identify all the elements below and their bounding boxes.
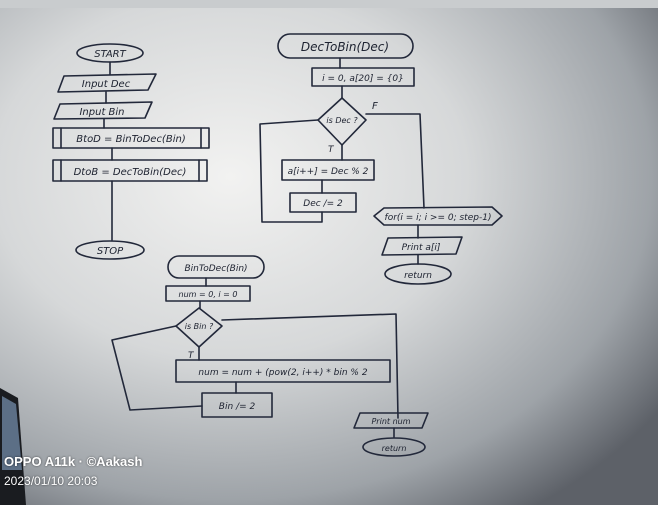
dectobin-return-terminal bbox=[384, 263, 452, 285]
dectobin-false-label: F bbox=[372, 101, 378, 112]
dectobin-decision-text: is Dec ? bbox=[326, 116, 358, 125]
dectobin-terminal bbox=[277, 33, 414, 59]
dectobin-print-text: Print a[i] bbox=[402, 243, 441, 253]
dectobin-true-label: T bbox=[328, 145, 335, 155]
whiteboard-frame bbox=[0, 0, 658, 8]
camera-watermark-device: OPPO A11k · ©Aakash bbox=[4, 454, 143, 469]
input-dec-box bbox=[57, 73, 157, 93]
camera-watermark-datetime: 2023/01/10 20:03 bbox=[4, 474, 98, 488]
dectobin-assign-box bbox=[281, 159, 375, 181]
dectobin-divide-text: Dec /= 2 bbox=[303, 199, 343, 209]
btod-text: BtoD = BinToDec(Bin) bbox=[76, 134, 185, 145]
bintodec-decision-text: is Bin ? bbox=[185, 322, 214, 331]
dtob-box bbox=[52, 159, 208, 182]
laptop-screen bbox=[2, 396, 22, 470]
dectobin-init-box bbox=[311, 67, 415, 87]
dectobin-flowchart: DecToBin(Dec) i = 0, a[20] = {0} is Dec … bbox=[259, 33, 503, 285]
dectobin-divide-box bbox=[289, 192, 357, 213]
main-flowchart: START Input Dec Input Bin BtoD = BinToDe… bbox=[52, 43, 210, 260]
bintodec-flowchart: BinToDec(Bin) num = 0, i = 0 is Bin ? T … bbox=[111, 255, 429, 457]
dtob-text: DtoB = DecToBin(Dec) bbox=[74, 167, 187, 178]
bintodec-title: BinToDec(Bin) bbox=[184, 264, 247, 274]
dectobin-assign-text: a[i++] = Dec % 2 bbox=[288, 167, 369, 177]
bintodec-accumulate-box bbox=[175, 359, 391, 383]
input-bin-text: Input Bin bbox=[79, 107, 124, 118]
bintodec-print-box bbox=[353, 412, 429, 429]
dectobin-init-text: i = 0, a[20] = {0} bbox=[322, 74, 404, 84]
dectobin-return-text: return bbox=[404, 271, 432, 281]
bintodec-divide-text: Bin /= 2 bbox=[219, 402, 256, 412]
bintodec-init-box bbox=[165, 285, 251, 302]
bintodec-terminal bbox=[167, 255, 265, 279]
bintodec-return-terminal bbox=[362, 437, 426, 457]
start-text: START bbox=[94, 49, 126, 60]
bintodec-init-text: num = 0, i = 0 bbox=[179, 290, 238, 299]
bintodec-divide-box bbox=[201, 392, 273, 418]
dectobin-print-box bbox=[381, 236, 463, 256]
bintodec-true-label: T bbox=[188, 351, 195, 361]
dectobin-loop-text: for(i = i; i >= 0; step-1) bbox=[385, 213, 492, 223]
stop-terminal bbox=[75, 240, 145, 260]
bintodec-accumulate-text: num = num + (pow(2, i++) * bin % 2 bbox=[198, 368, 367, 378]
dectobin-loop-box bbox=[373, 206, 503, 226]
bintodec-print-text: Print num bbox=[371, 417, 410, 426]
dectobin-title: DecToBin(Dec) bbox=[301, 40, 389, 54]
stop-text: STOP bbox=[97, 246, 124, 257]
input-dec-text: Input Dec bbox=[82, 79, 131, 90]
bintodec-return-text: return bbox=[382, 444, 407, 453]
input-bin-box bbox=[53, 101, 153, 120]
btod-box bbox=[52, 127, 210, 149]
